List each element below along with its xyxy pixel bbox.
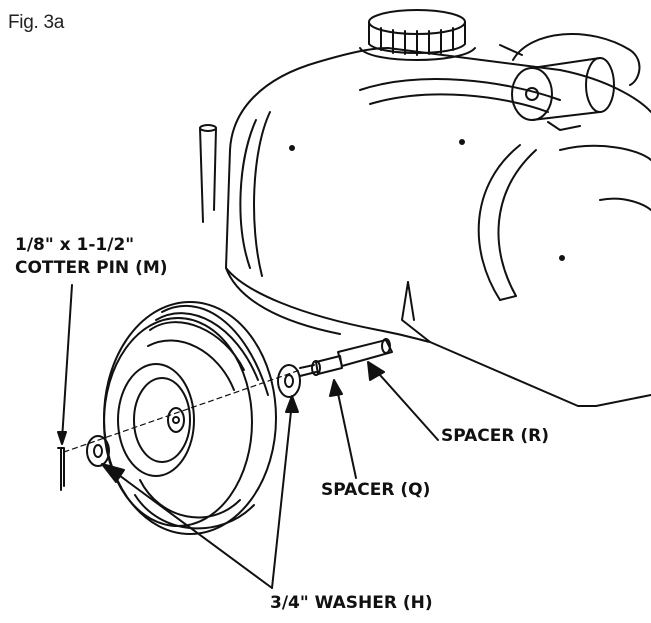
spacer-q-label: SPACER (Q) <box>321 480 431 500</box>
tank-body <box>225 47 651 407</box>
filler-cap <box>359 9 476 61</box>
washer-outer <box>277 364 301 398</box>
axle-centerline <box>63 369 301 453</box>
cotter-pin-size-label: 1/8" x 1-1/2" <box>15 235 135 255</box>
vertical-pipe <box>199 124 217 223</box>
figure-label: Fig. 3a <box>8 12 64 33</box>
leader-lines <box>57 284 439 589</box>
cotter-pin <box>57 447 65 491</box>
spacer-r-label: SPACER (R) <box>441 426 550 446</box>
wheel <box>103 301 277 535</box>
pump-motor <box>499 33 641 131</box>
washer-label: 3/4" WASHER (H) <box>270 593 433 613</box>
washer-inner <box>86 435 110 467</box>
axle-assembly <box>299 338 393 377</box>
cotter-pin-label: COTTER PIN (M) <box>15 258 168 278</box>
